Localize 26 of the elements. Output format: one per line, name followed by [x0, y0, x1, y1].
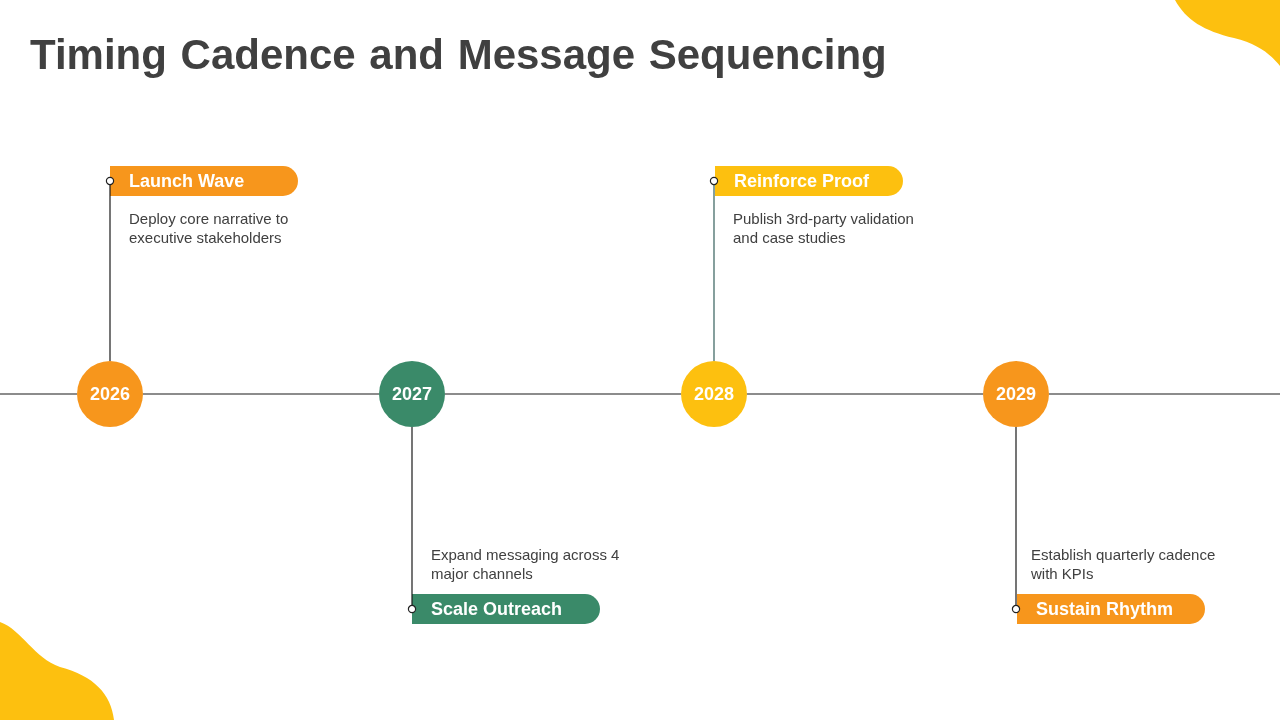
- timeline-line: [1048, 393, 1280, 395]
- milestone-description: Deploy core narrative to executive stakeholders: [129, 209, 290, 247]
- milestone-title: Reinforce Proof: [734, 170, 870, 192]
- milestone-description: Establish quarterly cadence with KPIs: [1031, 545, 1217, 583]
- milestone-description: Expand messaging across 4 major channels: [431, 545, 621, 583]
- slide-title: Timing Cadence and Message Sequencing: [30, 30, 887, 80]
- connector-line: [407, 426, 417, 614]
- milestone-title: Launch Wave: [129, 170, 245, 192]
- connector-line: [709, 176, 719, 362]
- milestone-title: Sustain Rhythm: [1036, 598, 1173, 620]
- milestone-tab: [1017, 594, 1205, 624]
- year-label: 2026: [89, 383, 130, 405]
- milestone-tab: [715, 166, 903, 196]
- milestone-description: Publish 3rd-party validation and case studies: [733, 209, 915, 247]
- timeline-line: [746, 393, 984, 395]
- year-label: 2027: [391, 383, 432, 405]
- connector-line: [105, 176, 115, 362]
- timeline-line: [444, 393, 682, 395]
- milestone-tab: [412, 594, 600, 624]
- milestone-tab: [110, 166, 298, 196]
- milestone-title: Scale Outreach: [431, 598, 563, 620]
- timeline-line: [142, 393, 380, 395]
- year-label: 2028: [693, 383, 734, 405]
- year-label: 2029: [995, 383, 1036, 405]
- connector-line: [1011, 426, 1021, 614]
- timeline-line: [0, 393, 78, 395]
